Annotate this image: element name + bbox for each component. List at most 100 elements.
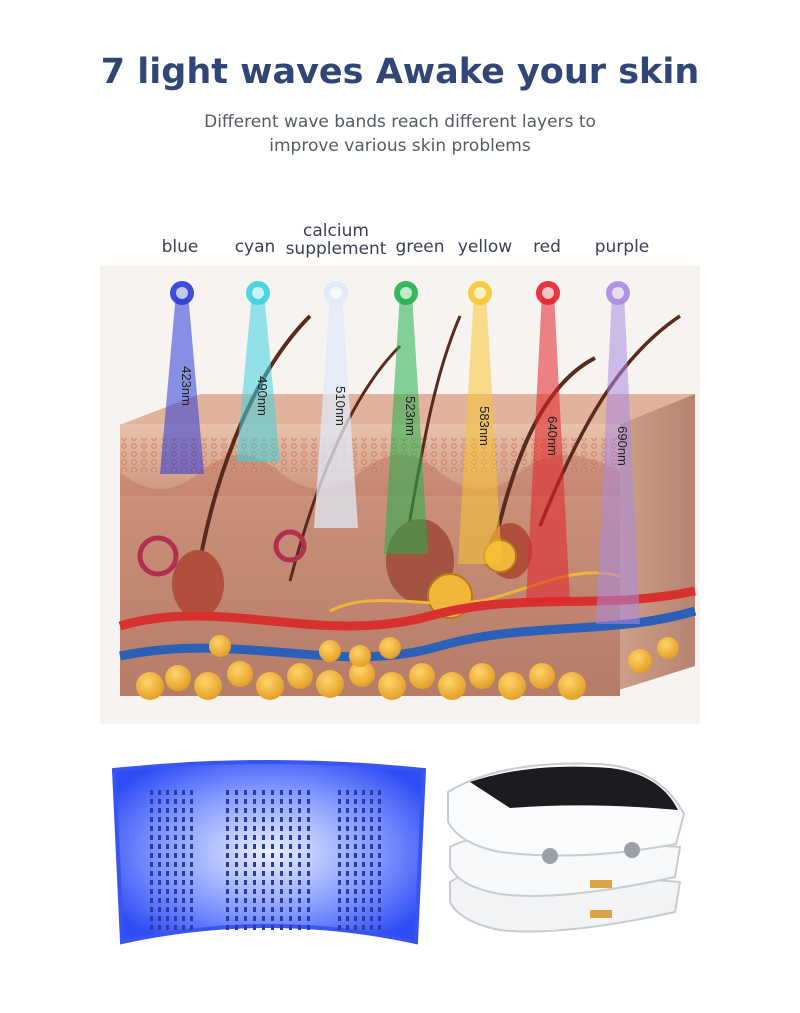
led-dot [262, 853, 265, 858]
led-dot [182, 817, 185, 822]
led-dot [362, 844, 365, 849]
led-dot [182, 862, 185, 867]
led-dot [370, 898, 373, 903]
wavelength-label-blue: 423nm [179, 366, 194, 406]
led-dot [271, 898, 274, 903]
led-dot [158, 925, 161, 930]
led-dot [378, 889, 381, 894]
led-dot [298, 799, 301, 804]
led-dot [298, 889, 301, 894]
led-dot [338, 853, 341, 858]
led-dot [244, 907, 247, 912]
light-beam-cyan [236, 293, 280, 462]
wave-label-green: green [395, 237, 445, 257]
led-dot [378, 826, 381, 831]
led-dot [150, 808, 153, 813]
led-dot [354, 835, 357, 840]
led-dot [378, 835, 381, 840]
led-dot [253, 925, 256, 930]
led-dot [166, 817, 169, 822]
device-stack-image [447, 762, 686, 933]
led-dot [280, 817, 283, 822]
led-dot [370, 790, 373, 795]
led-dot [362, 871, 365, 876]
led-dot [280, 880, 283, 885]
led-dot [378, 862, 381, 867]
led-dot [307, 925, 310, 930]
led-dot [150, 853, 153, 858]
led-dot [280, 799, 283, 804]
led-dot [362, 817, 365, 822]
light-beam-calcium [314, 293, 358, 528]
led-dot [150, 916, 153, 921]
led-dot [370, 907, 373, 912]
led-dot [190, 925, 193, 930]
led-dot [280, 898, 283, 903]
led-dot [150, 790, 153, 795]
led-dot [174, 790, 177, 795]
led-dot [150, 898, 153, 903]
led-dot [226, 916, 229, 921]
led-dot [346, 853, 349, 858]
led-dot [226, 925, 229, 930]
led-dot [307, 799, 310, 804]
led-dot [190, 880, 193, 885]
led-dot [174, 898, 177, 903]
led-dot [262, 835, 265, 840]
led-dot [280, 916, 283, 921]
led-dot [190, 853, 193, 858]
led-dot [244, 871, 247, 876]
led-dot [244, 853, 247, 858]
led-dot [262, 799, 265, 804]
led-dot [174, 889, 177, 894]
led-dot [158, 862, 161, 867]
led-dot [174, 835, 177, 840]
led-dot [298, 844, 301, 849]
led-dot [378, 799, 381, 804]
led-dot [298, 853, 301, 858]
led-dot [370, 862, 373, 867]
led-dot [362, 826, 365, 831]
led-dot [235, 790, 238, 795]
wavelength-label-green: 523nm [403, 396, 418, 436]
led-dot [150, 907, 153, 912]
led-dot [174, 817, 177, 822]
led-dot [346, 862, 349, 867]
led-dot [298, 835, 301, 840]
led-dot [354, 808, 357, 813]
led-dot [354, 916, 357, 921]
led-dot [226, 907, 229, 912]
led-dot [190, 916, 193, 921]
led-dot [271, 808, 274, 813]
led-dot [307, 817, 310, 822]
led-dot [354, 826, 357, 831]
led-dot [150, 844, 153, 849]
led-dot [190, 808, 193, 813]
led-dot [244, 835, 247, 840]
led-dot [182, 916, 185, 921]
led-dot [307, 826, 310, 831]
led-dot [280, 808, 283, 813]
wavelength-label-yellow: 583nm [477, 406, 492, 446]
page-subtitle: Different wave bands reach different lay… [150, 110, 650, 158]
light-beam-purple [596, 293, 640, 624]
led-dot [354, 889, 357, 894]
led-dot [182, 925, 185, 930]
led-dot [370, 925, 373, 930]
led-dot [378, 916, 381, 921]
sweat-gland-2 [273, 529, 307, 563]
led-dot [174, 853, 177, 858]
led-dot [174, 799, 177, 804]
led-dot [166, 808, 169, 813]
led-dot [289, 826, 292, 831]
led-dot [271, 835, 274, 840]
led-dot [346, 925, 349, 930]
led-dot [378, 790, 381, 795]
led-dot [338, 808, 341, 813]
led-dot [262, 889, 265, 894]
led-dot [362, 880, 365, 885]
led-dot [280, 826, 283, 831]
wavelength-label-purple: 690nm [615, 426, 630, 466]
led-dot [280, 907, 283, 912]
